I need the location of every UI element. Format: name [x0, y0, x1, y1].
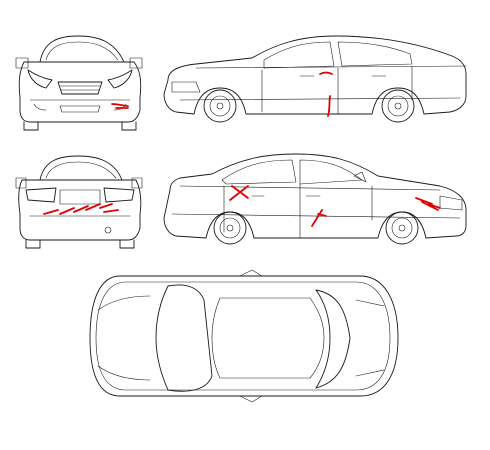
damage-marks [43, 71, 441, 227]
damage-mark-right-3 [415, 197, 441, 211]
front-view [15, 35, 143, 131]
rear-view [15, 155, 143, 249]
damage-mark-right-1 [229, 185, 249, 201]
damage-mark-front [111, 103, 129, 109]
damage-mark-rear [43, 203, 119, 215]
damage-mark-left-2 [327, 95, 331, 117]
damage-mark-right-2 [311, 209, 327, 227]
right-side-view [163, 153, 467, 245]
top-view [89, 269, 399, 403]
left-side-view [163, 35, 467, 123]
damage-mark-left-1 [319, 71, 333, 75]
